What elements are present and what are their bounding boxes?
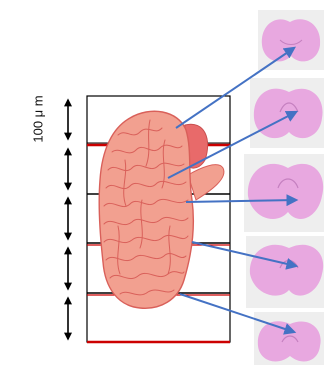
- brain-illustration: [99, 111, 224, 308]
- scale-label-text: 100 μ m: [31, 95, 46, 142]
- section-3: [244, 154, 324, 232]
- brain-hemisphere: [99, 111, 193, 308]
- section-5: [254, 312, 324, 365]
- section-1: [258, 10, 324, 70]
- section-thumbnails: [244, 10, 324, 365]
- section-2: [250, 78, 324, 148]
- section-4: [246, 236, 324, 308]
- scale-label: 100 μ m: [18, 88, 58, 150]
